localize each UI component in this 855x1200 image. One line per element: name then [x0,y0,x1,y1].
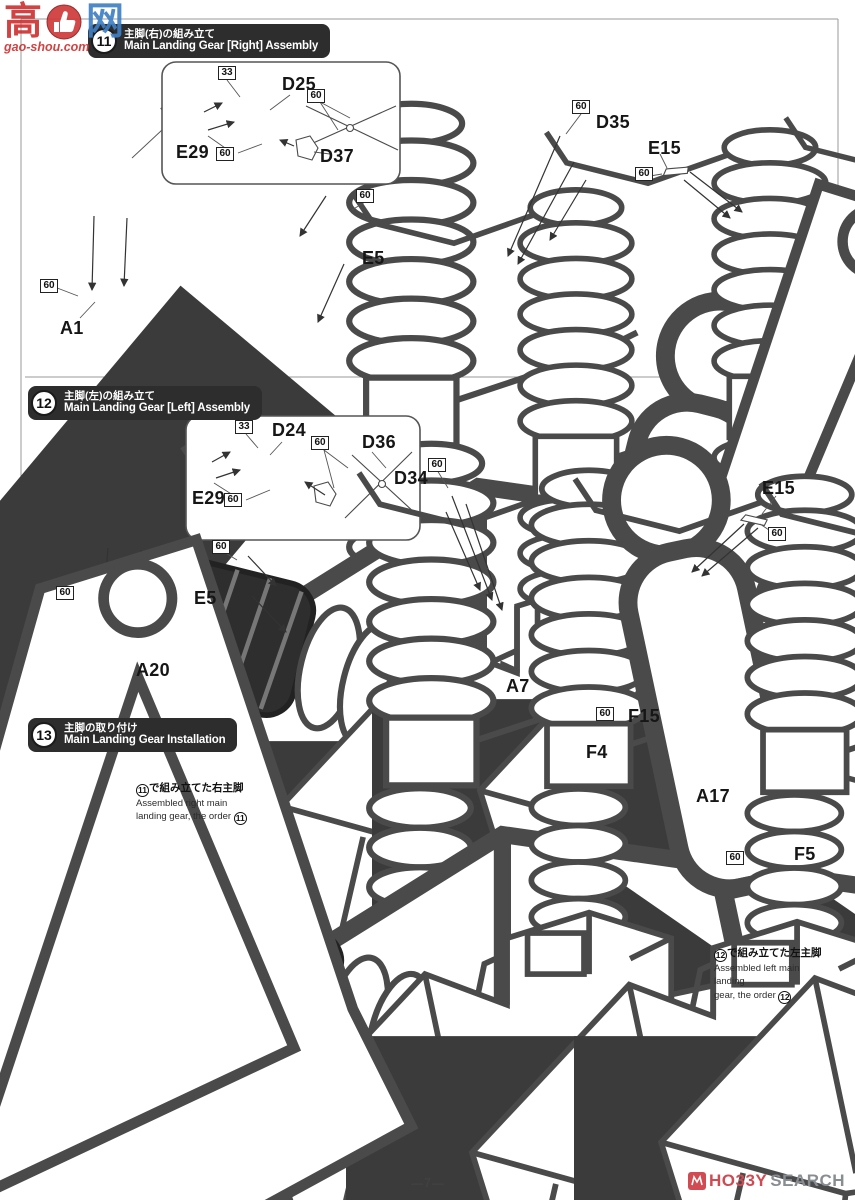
part-label-f15: F15 [628,706,660,726]
step12-parts-inset [77,415,855,1200]
part-label-d36: D36 [362,432,396,452]
paint-callout-33: 33 [235,420,254,434]
pad-e15-drawing [662,166,689,177]
logo-text-hobby: HO33Y [709,1171,768,1190]
paint-callout-60: 60 [596,707,615,721]
watermark-char-left: 高 [4,1,43,43]
watermark-char-right: 网 [86,1,125,43]
part-label-d24: D24 [272,420,306,440]
step-12-number: 12 [31,390,57,416]
step-11-header: 11 主脚(右)の組み立て Main Landing Gear [Right] … [88,24,331,58]
page-number: —7— [411,1176,445,1190]
step-13-title-en: Main Landing Gear Installation [64,734,226,747]
note-en-line1: Assembled right main [136,797,228,809]
step12-stage4 [660,479,855,1200]
paint-callout-60: 60 [307,89,326,103]
step-11-title-jp: 主脚(右)の組み立て [124,27,215,40]
pad-e15-drawing [739,514,768,527]
paint-callout-60: 60 [356,189,375,203]
note-jp-text: で組み立てた右主脚 [149,782,244,794]
step-12-header: 12 主脚(左)の組み立て Main Landing Gear [Left] A… [28,386,262,420]
watermark-site: gao-shou.com [4,40,90,54]
step11-stage4 [649,114,855,974]
part-label-a17: A17 [696,786,730,806]
paint-callout-60: 60 [40,279,59,293]
part-label-e15: E15 [762,478,795,498]
part-label-d34: D34 [394,468,428,488]
step-11-title-en: Main Landing Gear [Right] Assembly [124,40,319,53]
step-13-title-jp: 主脚の取り付け [64,721,138,734]
step12-stage3 [0,469,855,1200]
paint-callout-60: 60 [768,527,787,541]
step11-stage1 [51,103,805,1065]
part-label-a20: A20 [136,660,170,680]
part-label-a7: A7 [506,676,530,696]
part-label-f4: F4 [586,742,608,762]
note-jp-text: で組み立てた左主脚 [727,947,822,959]
paint-callout-60: 60 [572,100,591,114]
part-label-e5: E5 [194,588,217,608]
step-ref-circle: 12 [714,948,727,962]
step-12-title-en: Main Landing Gear [Left] Assembly [64,402,250,415]
hobby-search-logo: HO33Y SEARCH [688,1171,845,1191]
step-ref-circle: 11 [136,783,149,797]
hobby-search-icon [688,1172,706,1190]
paint-callout-60: 60 [212,540,231,554]
paint-callout-60: 60 [726,851,745,865]
step11-stage3 [479,113,855,1033]
watermark: 高 网 gao-shou.com [4,2,124,54]
note-en-line2: gear, the order [714,990,776,1002]
step-13-header: 13 主脚の取り付け Main Landing Gear Installatio… [28,718,238,752]
step-ref-circle: 12 [778,990,792,1004]
paint-callout-60: 60 [311,436,330,450]
part-label-e5: E5 [362,248,385,268]
note-en-line1: Assembled left main landing [714,962,800,988]
step-11-number: 11 [91,28,117,54]
part-label-e29: E29 [176,142,209,162]
step-13-number: 13 [31,722,57,748]
logo-text-search: SEARCH [770,1171,846,1190]
paint-callout-60: 60 [635,167,654,181]
part-label-d37: D37 [320,146,354,166]
part-label-d35: D35 [596,112,630,132]
paint-callout-60: 60 [56,586,75,600]
part-label-f5: F5 [794,844,816,864]
thumbs-up-icon [46,4,82,40]
part-label-e15: E15 [648,138,681,158]
paint-callout-60: 60 [224,493,243,507]
part-label-a1: A1 [60,318,84,338]
paint-callout-60: 60 [216,147,235,161]
paint-callout-60: 60 [428,458,447,472]
step-ref-circle: 11 [233,812,247,826]
part-label-e29: E29 [192,488,225,508]
note-en-line2: landing gear, the order [136,811,232,823]
paint-callout-33: 33 [218,66,237,80]
step-12-title-jp: 主脚(左)の組み立て [64,389,155,402]
